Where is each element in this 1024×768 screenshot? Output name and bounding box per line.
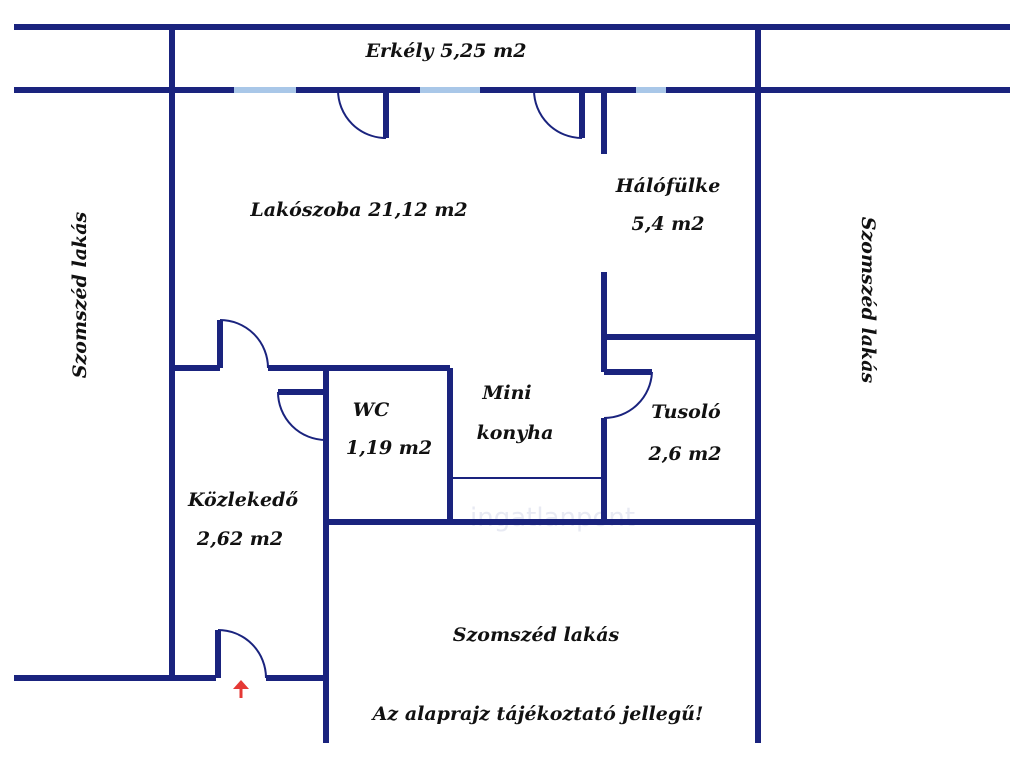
label-konyha: konyha — [477, 422, 554, 444]
wc-door — [277, 389, 327, 441]
label-wc-name: WC — [353, 399, 389, 421]
label-wc-area: 1,19 m2 — [346, 437, 432, 459]
shower-door — [603, 369, 653, 420]
label-halofulke-area: 5,4 m2 — [632, 213, 705, 235]
label-halofulke-name: Hálófülke — [615, 175, 721, 197]
up-arrow-icon — [233, 680, 249, 698]
balcony-door-right — [533, 87, 585, 139]
label-tusolo-name: Tusoló — [651, 401, 721, 423]
watermark-text: ingatlanpont — [470, 503, 635, 533]
label-note: Az alaprajz tájékoztató jellegű! — [371, 703, 704, 725]
label-neighbor-bottom: Szomszéd lakás — [453, 624, 620, 646]
label-mini: Mini — [481, 382, 531, 404]
balcony-door-left — [337, 87, 389, 139]
label-kozlekedo-area: 2,62 m2 — [196, 528, 283, 550]
entrance-door — [215, 629, 267, 679]
livingroom-door — [217, 319, 269, 369]
label-lakoszoba: Lakószoba 21,12 m2 — [249, 199, 467, 221]
label-kozlekedo-name: Közlekedő — [187, 489, 298, 511]
label-erkely: Erkély 5,25 m2 — [365, 40, 527, 62]
label-neighbor-left: Szomszéd lakás — [69, 211, 91, 378]
label-tusolo-area: 2,6 m2 — [648, 443, 722, 465]
label-neighbor-right: Szomszéd lakás — [857, 217, 879, 384]
walls — [14, 24, 1010, 743]
